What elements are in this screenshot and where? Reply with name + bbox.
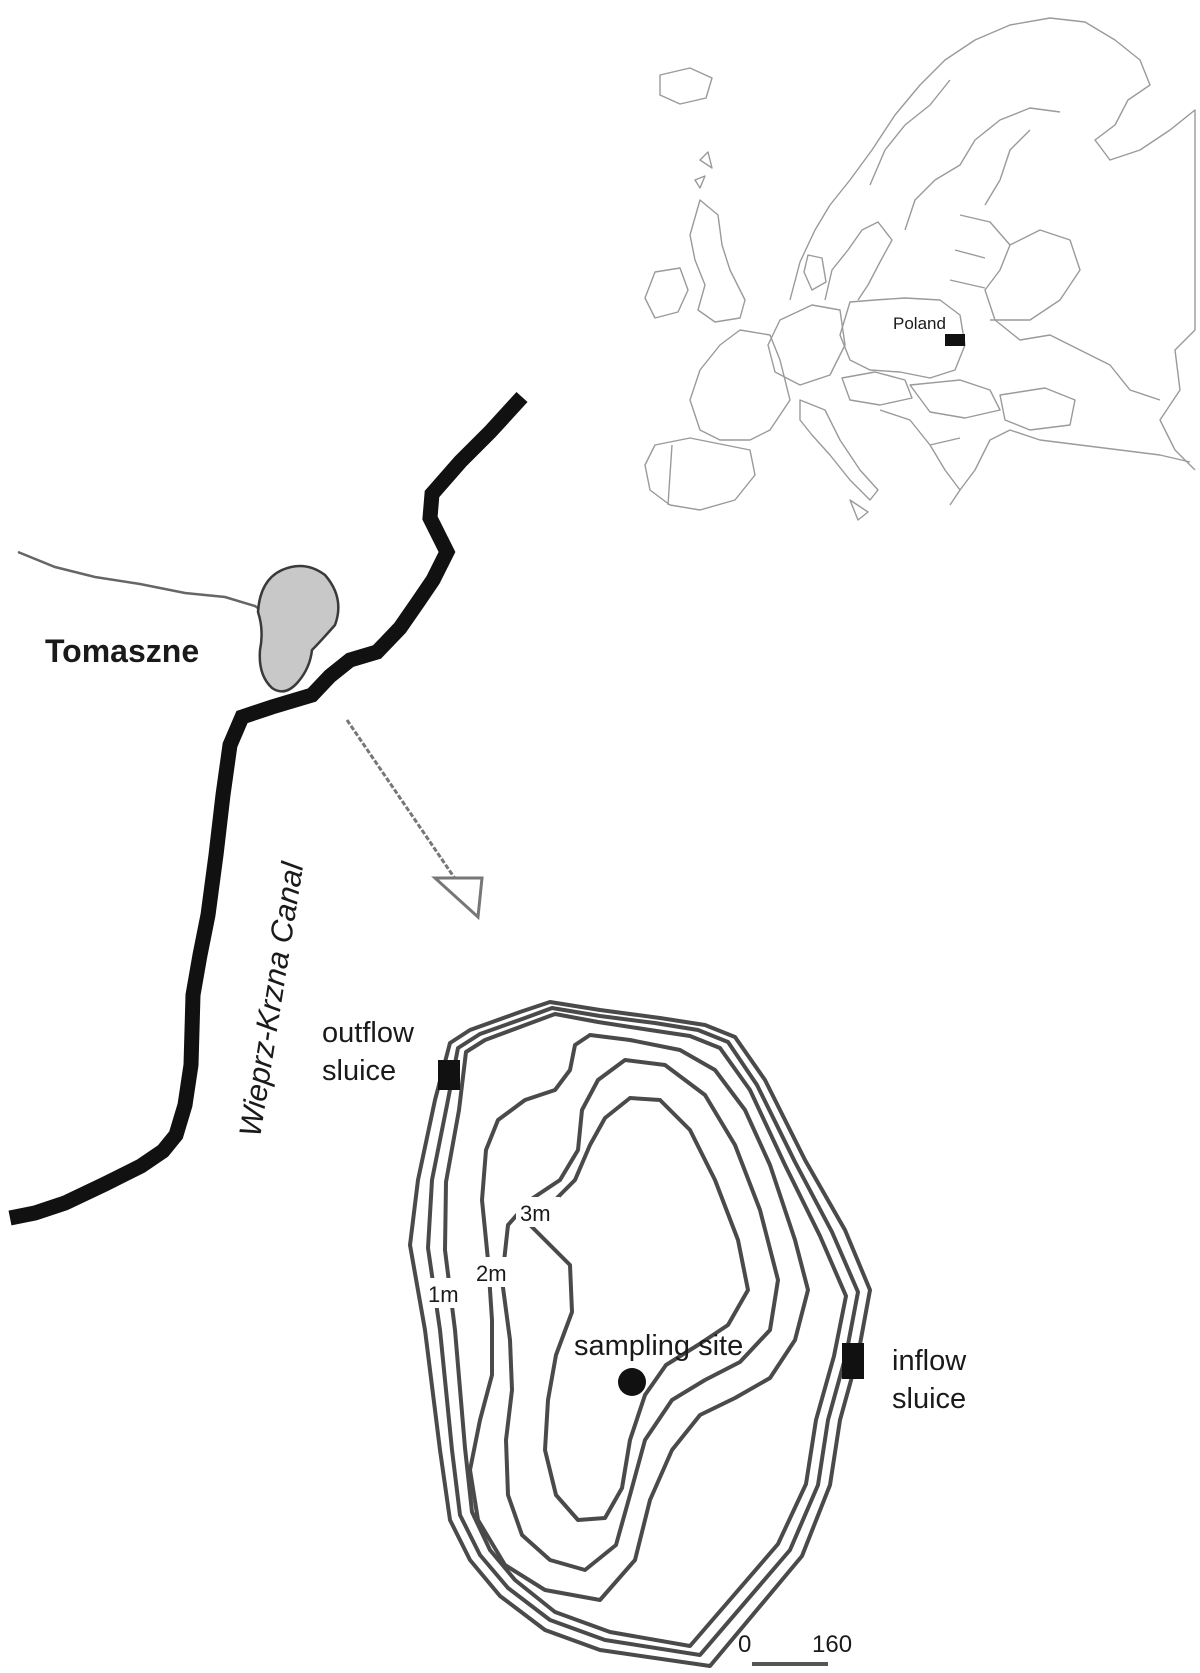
inflow-sluice-label-line2: sluice xyxy=(892,1383,966,1415)
wieprz-krzna-canal xyxy=(8,391,528,1226)
sampling-site-label: sampling site xyxy=(574,1330,743,1362)
depth-contour-2m xyxy=(500,1058,780,1572)
tributary-stream xyxy=(17,550,271,619)
shoreline-contour xyxy=(408,1000,872,1668)
inflow-sluice-marker xyxy=(842,1343,864,1379)
scale-end-label: 160 xyxy=(812,1631,852,1658)
depth-label-2m: 2m xyxy=(476,1261,507,1286)
zoom-arrow xyxy=(345,719,484,921)
depth-contour-1m xyxy=(468,1033,810,1602)
location-map: Tomaszne Wieprz-Krzna Canal xyxy=(8,391,528,1226)
outflow-sluice-marker xyxy=(438,1060,460,1090)
outflow-sluice-label-line1: outflow xyxy=(322,1017,415,1049)
depth-contour-3m xyxy=(528,1096,750,1522)
sampling-site-marker xyxy=(618,1368,646,1396)
depth-label-1m: 1m xyxy=(428,1282,459,1307)
depth-label-3m: 3m xyxy=(520,1201,551,1226)
poland-label: Poland xyxy=(893,314,946,333)
tomaszne-reservoir xyxy=(256,564,340,693)
outflow-sluice-label-line2: sluice xyxy=(322,1055,396,1087)
canal-label: Wieprz-Krzna Canal xyxy=(232,859,310,1139)
scale-bar: 0 160 xyxy=(738,1631,852,1666)
europe-inset-map: Poland xyxy=(644,17,1196,521)
tomaszne-label: Tomaszne xyxy=(45,633,199,669)
scale-start-label: 0 xyxy=(738,1631,751,1658)
poland-location-marker xyxy=(945,334,965,346)
inflow-sluice-label-line1: inflow xyxy=(892,1345,967,1377)
lake-bathymetry-map: outflow sluice inflow sluice sampling si… xyxy=(322,1000,967,1668)
